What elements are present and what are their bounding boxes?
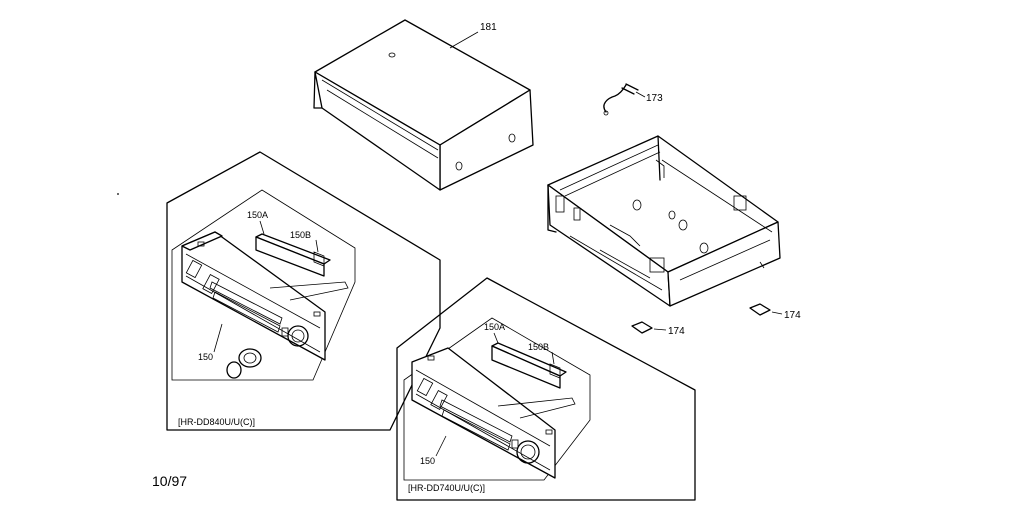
label-150-840: 150 xyxy=(198,352,213,362)
label-150a-840: 150A xyxy=(247,210,268,220)
foot-left xyxy=(631,321,667,334)
top-cover xyxy=(313,19,534,191)
bracket-740 xyxy=(491,342,567,389)
chassis xyxy=(547,135,781,307)
label-150-740: 150 xyxy=(420,456,435,466)
label-174-left: 174 xyxy=(668,326,685,337)
label-174-right: 174 xyxy=(784,310,801,321)
model-label-740: [HR-DD740U/U(C)] xyxy=(408,483,485,493)
label-150b-740: 150B xyxy=(528,342,549,352)
label-150a-740: 150A xyxy=(484,322,505,332)
label-150b-840: 150B xyxy=(290,230,311,240)
foot-right xyxy=(749,303,783,316)
bracket-840 xyxy=(255,233,331,277)
cable xyxy=(603,83,646,116)
label-173: 173 xyxy=(646,93,663,104)
jog-knob-840 xyxy=(226,348,262,379)
panel-840-callout-box xyxy=(166,151,441,431)
model-label-840: [HR-DD840U/U(C)] xyxy=(178,417,255,427)
footer-date: 10/97 xyxy=(152,473,187,489)
front-panel-840 xyxy=(181,231,349,361)
front-panel-740 xyxy=(411,347,576,479)
label-181: 181 xyxy=(480,22,497,33)
stray-dot xyxy=(117,193,119,195)
